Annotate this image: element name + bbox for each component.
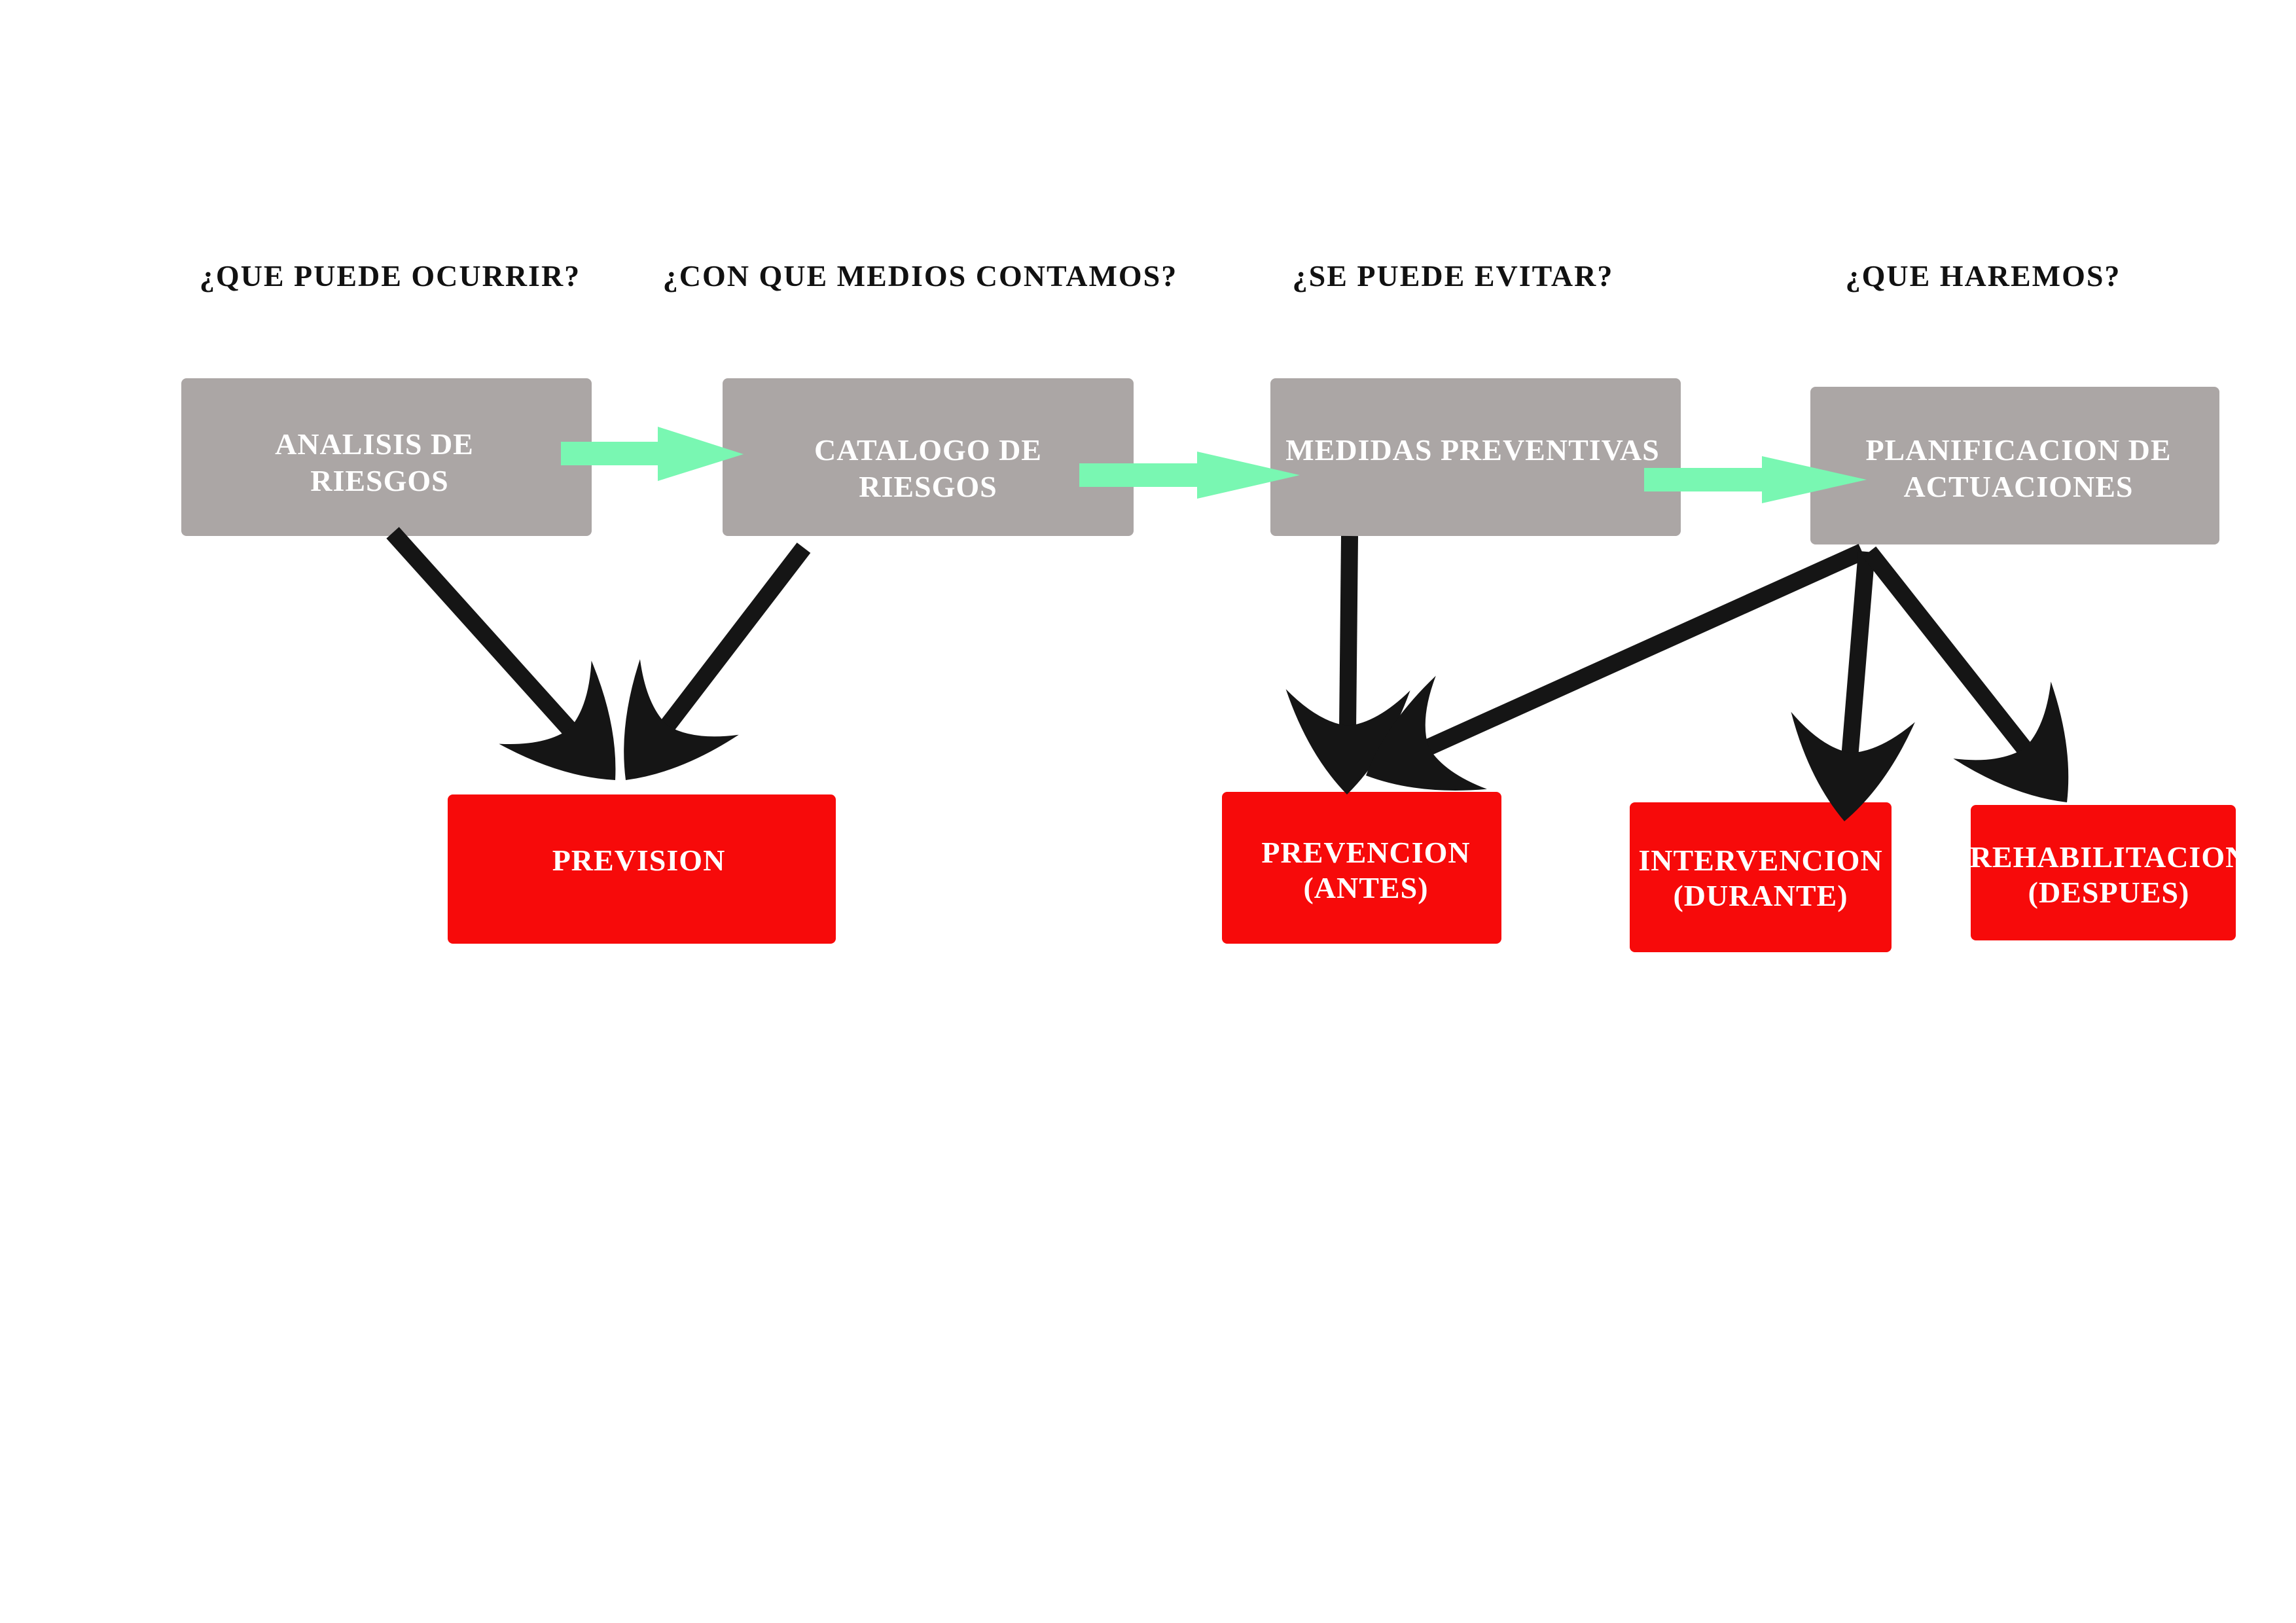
step-label-line1: MEDIDAS PREVENTIVAS — [1285, 433, 1660, 467]
outcome-label-line1: PREVISION — [552, 844, 726, 877]
question-4: ¿QUE HAREMOS? — [1846, 259, 2121, 293]
outcome-label-line1: REHABILITACION — [1970, 840, 2248, 874]
black-arrow-5 — [1791, 550, 1915, 821]
outcome-prevencion: PREVENCION (ANTES) — [1222, 792, 1501, 944]
question-1: ¿QUE PUEDE OCURRIR? — [200, 259, 581, 293]
step-planificacion-actuaciones: PLANIFICACION DE ACTUACIONES — [1810, 387, 2219, 544]
green-arrow-2 — [1079, 452, 1300, 499]
step-analisis-riesgos: ANALISIS DE RIESGOS — [181, 378, 592, 536]
outcome-label-line2: (DURANTE) — [1673, 879, 1848, 912]
outcome-label-line2: (ANTES) — [1303, 871, 1428, 904]
outcome-label-line2: (DESPUES) — [2028, 876, 2190, 909]
black-arrow-1 — [386, 527, 616, 780]
question-2: ¿CON QUE MEDIOS CONTAMOS? — [663, 259, 1177, 293]
outcome-rehabilitacion: REHABILITACION (DESPUES) — [1970, 805, 2248, 940]
step-label-line2: RIESGOS — [310, 464, 449, 497]
black-arrow-3 — [1285, 535, 1410, 794]
step-catalogo-riesgos: CATALOGO DE RIESGOS — [723, 378, 1134, 536]
outcome-label-line1: INTERVENCION — [1638, 844, 1882, 877]
outcome-prevision: PREVISION — [448, 794, 836, 944]
step-label-line1: ANALISIS DE — [275, 427, 474, 461]
question-3: ¿SE PUEDE EVITAR? — [1293, 259, 1614, 293]
step-label-line1: PLANIFICACION DE — [1865, 433, 2171, 467]
black-arrow-2 — [624, 543, 811, 780]
step-label-line2: RIESGOS — [859, 470, 997, 503]
black-arrow-4 — [1366, 544, 1866, 791]
step-label-line2: ACTUACIONES — [1904, 470, 2134, 503]
outcome-label-line1: PREVENCION — [1261, 836, 1470, 869]
green-arrow-1 — [561, 427, 744, 481]
outcome-intervencion: INTERVENCION (DURANTE) — [1630, 802, 1892, 952]
black-arrow-6 — [1862, 546, 2069, 802]
black-arrows — [386, 527, 2069, 821]
green-arrow-3 — [1644, 456, 1867, 503]
step-label-line1: CATALOGO DE — [814, 433, 1042, 467]
step-medidas-preventivas: MEDIDAS PREVENTIVAS — [1270, 378, 1681, 536]
